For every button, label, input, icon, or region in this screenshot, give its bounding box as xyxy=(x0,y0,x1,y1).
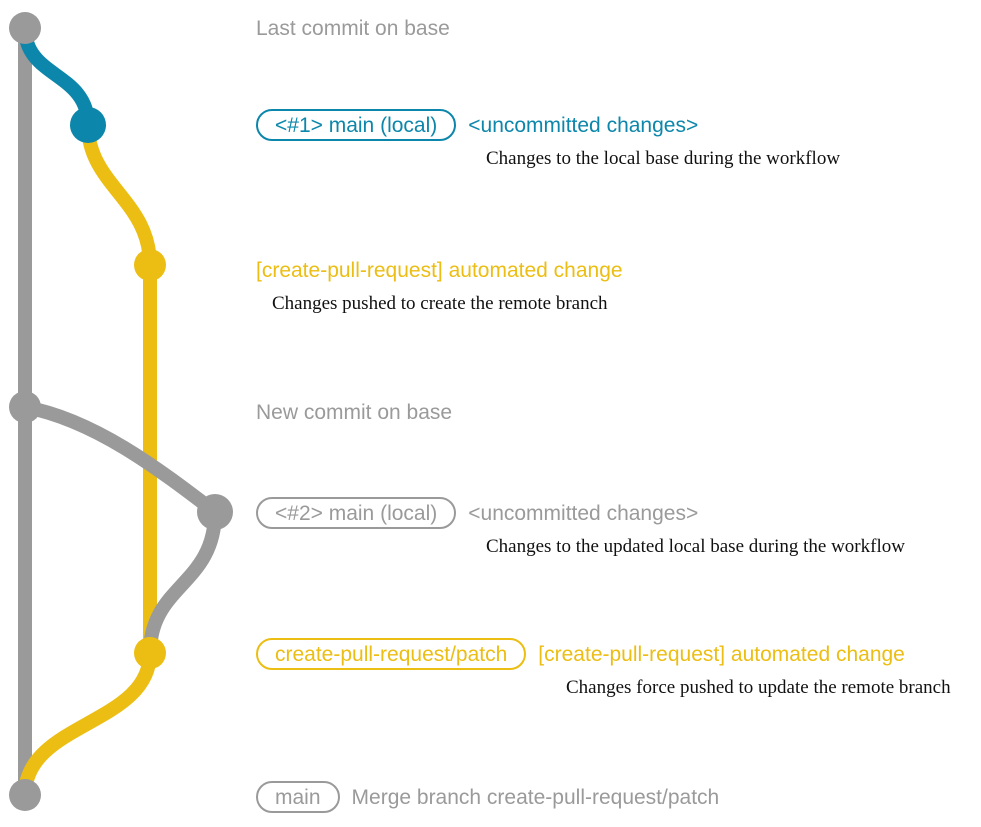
edge-base-to-local-2 xyxy=(18,400,222,519)
commit-node-new-commit-on-base xyxy=(9,391,41,423)
commit-row-head: <#1> main (local) <uncommitted changes> xyxy=(256,108,981,142)
commit-note: Changes force pushed to update the remot… xyxy=(566,677,951,698)
commit-node-automated-change-create xyxy=(134,249,166,281)
commit-row-merge-commit: main Merge branch create-pull-request/pa… xyxy=(0,780,981,814)
commit-node-local-uncommitted-2 xyxy=(197,494,233,530)
commit-node-merge-commit xyxy=(9,779,41,811)
commit-subject: Last commit on base xyxy=(256,16,450,40)
commit-note: Changes pushed to create the remote bran… xyxy=(272,293,608,314)
commit-row-head: [create-pull-request] automated change xyxy=(256,253,981,287)
commit-node-last-commit-on-base xyxy=(9,12,41,44)
edge-local-1-to-patch-1 xyxy=(81,118,157,272)
branch-badge-main[interactable]: main xyxy=(256,781,340,813)
commit-subject: Merge branch create-pull-request/patch xyxy=(351,785,720,809)
commit-row-head: New commit on base xyxy=(256,395,981,429)
branch-badge-main-local-2[interactable]: <#2> main (local) xyxy=(256,497,457,529)
commit-row-head: Last commit on base xyxy=(256,11,981,45)
commit-subject: New commit on base xyxy=(256,400,453,424)
commit-row-automated-change-create: [create-pull-request] automated change C… xyxy=(0,253,981,315)
commit-subject: <uncommitted changes> xyxy=(468,113,699,137)
branch-badge-main-local-1[interactable]: <#1> main (local) xyxy=(256,109,457,141)
commit-row-head: <#2> main (local) <uncommitted changes> xyxy=(256,496,981,530)
branch-badge-create-pull-request-patch[interactable]: create-pull-request/patch xyxy=(256,638,527,670)
commit-subject: [create-pull-request] automated change xyxy=(256,258,623,282)
commit-row-local-uncommitted-1: <#1> main (local) <uncommitted changes> … xyxy=(0,108,981,170)
commit-row-head: create-pull-request/patch [create-pull-r… xyxy=(256,637,981,671)
commit-subject: <uncommitted changes> xyxy=(468,501,699,525)
commit-row-automated-change-update: create-pull-request/patch [create-pull-r… xyxy=(0,637,981,699)
commit-note: Changes to the local base during the wor… xyxy=(486,148,841,169)
commit-subject: [create-pull-request] automated change xyxy=(538,642,905,666)
commit-row-last-commit-on-base: Last commit on base xyxy=(0,11,981,45)
commit-row-new-commit-on-base: New commit on base xyxy=(0,395,981,429)
edge-local-2-to-patch-2 xyxy=(143,505,222,660)
commit-node-automated-change-update xyxy=(134,637,166,669)
commit-row-head: main Merge branch create-pull-request/pa… xyxy=(256,780,981,814)
commit-node-local-uncommitted-1 xyxy=(70,107,106,143)
commit-row-local-uncommitted-2: <#2> main (local) <uncommitted changes> … xyxy=(0,496,981,558)
commit-note: Changes to the updated local base during… xyxy=(486,536,905,557)
edge-patch-2-to-merge xyxy=(18,646,157,802)
